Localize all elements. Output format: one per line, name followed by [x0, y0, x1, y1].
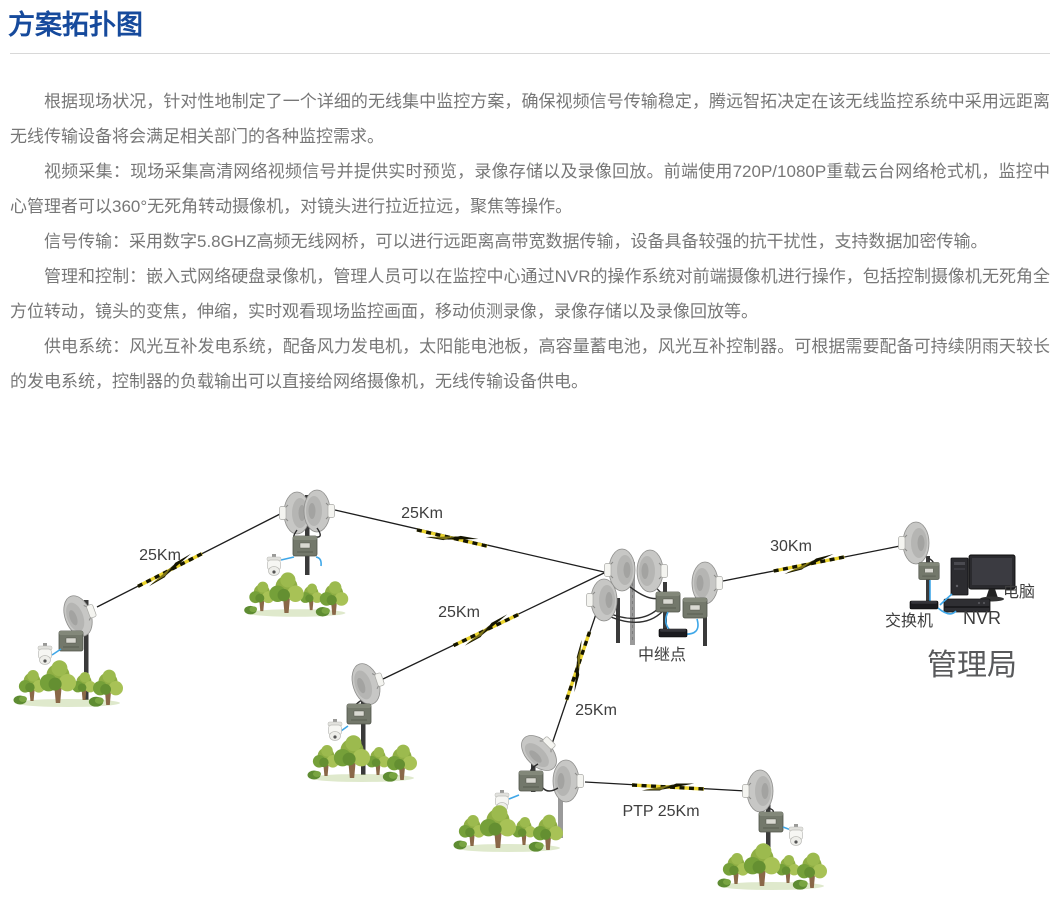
- topology-diagram: 中继点: [0, 489, 1035, 901]
- radio-unit-icon: [918, 562, 940, 580]
- trees-icon: [14, 660, 124, 707]
- paragraph-management: 管理和控制：嵌入式网络硬盘录像机，管理人员可以在监控中心通过NVR的操作系统对前…: [10, 267, 1050, 321]
- lightning-icon: [414, 523, 490, 553]
- ptz-camera-icon: [37, 642, 53, 665]
- monitor-icon: [968, 554, 1016, 602]
- computer-tower-icon: [950, 557, 969, 596]
- ptz-camera-icon: [788, 823, 804, 846]
- bureau-label: 管理局: [927, 649, 1017, 682]
- antenna-dish-icon: [303, 489, 335, 533]
- trees-icon: [718, 843, 828, 890]
- paragraph-signal: 信号传输：采用数字5.8GHZ高频无线网桥，可以进行远距离高带宽数据传输，设备具…: [44, 232, 988, 251]
- trees-icon: [454, 805, 564, 852]
- paragraph-overview: 根据现场状况，针对性地制定了一个详细的无线集中监控方案，确保视频信号传输稳定，腾…: [10, 92, 1050, 146]
- lightning-bolts: [133, 523, 847, 796]
- page-title: 方案拓扑图: [8, 10, 143, 40]
- header-divider: [10, 53, 1050, 54]
- camera-station-c: [308, 658, 418, 782]
- radio-unit-icon: [518, 770, 544, 792]
- antenna-dish-icon: [552, 759, 584, 803]
- distance-labels: 25Km 25Km 25Km 25Km 30Km PTP 25Km: [139, 505, 812, 820]
- switch-label: 交换机: [885, 612, 933, 630]
- trees-icon: [244, 572, 348, 616]
- solution-description: 根据现场状况，针对性地制定了一个详细的无线集中监控方案，确保视频信号传输稳定，腾…: [10, 84, 1050, 399]
- lightning-icon: [630, 778, 706, 796]
- distance-label: 25Km: [139, 547, 181, 564]
- distance-label: 25Km: [401, 505, 443, 522]
- switch-icon: [909, 600, 939, 610]
- radio-unit-icon: [682, 597, 708, 619]
- nvr-icon: [943, 598, 991, 613]
- relay-label: 中继点: [638, 646, 686, 664]
- lightning-icon: [560, 628, 596, 704]
- antenna-dish-icon: [587, 579, 618, 621]
- radio-unit-icon: [292, 535, 318, 557]
- page-header: 方案拓扑图: [0, 0, 1060, 40]
- radio-unit-icon: [346, 703, 372, 725]
- distance-label: PTP 25Km: [622, 803, 699, 820]
- antenna-dish-icon: [899, 522, 930, 564]
- management-bureau: 交换机 NVR 电脑 管理局: [885, 522, 1035, 682]
- relay-station: 中继点: [587, 549, 723, 664]
- switch-icon: [658, 628, 688, 638]
- distance-label: 30Km: [770, 538, 812, 555]
- radio-unit-icon: [58, 630, 84, 652]
- computer-label: 电脑: [1003, 583, 1035, 601]
- antenna-dish-icon: [346, 658, 390, 709]
- camera-station-b: [244, 489, 348, 617]
- camera-station-a: [14, 589, 124, 707]
- lightning-icon: [771, 550, 847, 578]
- nvr-label: NVR: [963, 608, 1001, 628]
- camera-station-d: [454, 725, 584, 852]
- radio-unit-icon: [655, 591, 681, 613]
- distance-label: 25Km: [575, 702, 617, 719]
- radio-unit-icon: [758, 811, 784, 833]
- antenna-dish-icon: [636, 549, 668, 593]
- ptz-camera-icon: [266, 553, 282, 576]
- paragraph-power: 供电系统：风光互补发电系统，配备风力发电机，太阳能电池板，高容量蓄电池，风光互补…: [10, 337, 1050, 391]
- camera-station-e: [718, 770, 828, 890]
- antenna-dish-icon: [743, 770, 774, 812]
- ptz-camera-icon: [327, 718, 343, 741]
- paragraph-video-capture: 视频采集：现场采集高清网络视频信号并提供实时预览，录像存储以及录像回放。前端使用…: [10, 162, 1050, 216]
- distance-label: 25Km: [438, 604, 480, 621]
